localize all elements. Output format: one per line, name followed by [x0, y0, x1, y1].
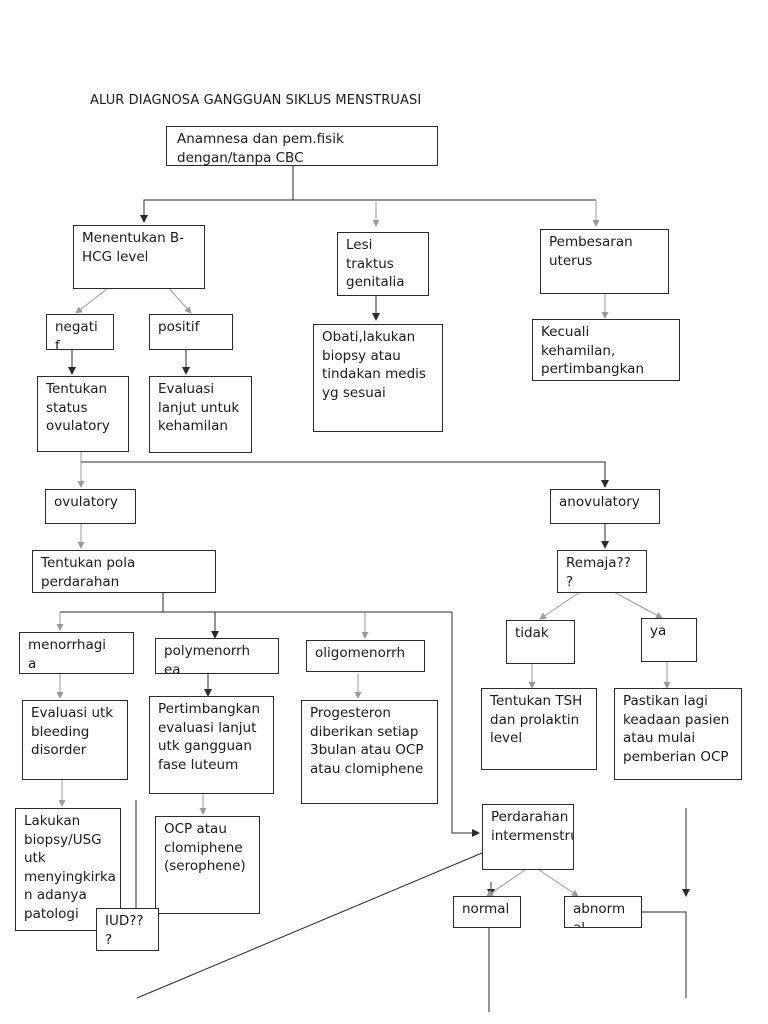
- connector-intermenstrual-abnormal: [535, 867, 579, 897]
- node-status-ovulatory: Tentukan status ovulatory: [37, 376, 129, 452]
- node-polymenorrhea: polymenorrh ea: [155, 638, 279, 674]
- connector-diagonal: [136, 852, 483, 999]
- node-fase-luteum: Pertimbangkan evaluasi lanjut utk ganggu…: [149, 696, 274, 794]
- node-anovulatory: anovulatory: [550, 489, 660, 524]
- node-ocp-clomiphene: OCP atau clomiphene (serophene): [155, 816, 260, 914]
- node-remaja: Remaja?? ?: [557, 550, 647, 593]
- node-pastikan-ocp: Pastikan lagi keadaan pasien atau mulai …: [614, 688, 742, 780]
- node-oligomenorrhea: oligomenorrh: [306, 640, 425, 672]
- node-perdarahan-intermenstrual: Perdarahan intermenstrual: [482, 804, 574, 870]
- connector-intermenstrual-normal: [486, 867, 529, 897]
- node-kecuali-kehamilan: Kecuali kehamilan, pertimbangkan: [532, 319, 680, 381]
- node-anamnesa: Anamnesa dan pem.fisik dengan/tanpa CBC: [166, 126, 438, 166]
- diagram-title: ALUR DIAGNOSA GANGGUAN SIKLUS MENSTRUASI: [90, 93, 422, 108]
- node-iud: IUD?? ?: [96, 908, 159, 951]
- connector-remaja-ya: [613, 591, 663, 619]
- connector-anamnesa-split: [140, 165, 294, 223]
- node-normal: normal: [453, 896, 521, 928]
- connector-bhcg-negatif: [75, 284, 113, 314]
- node-bleeding-disorder: Evaluasi utk bleeding disorder: [22, 700, 128, 780]
- node-pembesaran-uterus: Pembesaran uterus: [540, 229, 669, 294]
- node-evaluasi-kehamilan: Evaluasi lanjut untuk kehamilan: [149, 376, 252, 453]
- node-negatif: negati f: [46, 314, 114, 350]
- node-menorrhagia: menorrhagi a: [19, 632, 134, 674]
- node-progesteron: Progesteron diberikan setiap 3bulan atau…: [301, 700, 438, 804]
- node-ya: ya: [641, 618, 697, 662]
- node-abnormal: abnorm al: [564, 896, 642, 928]
- node-positif: positif: [149, 314, 233, 350]
- node-bhcg-level: Menentukan B- HCG level: [73, 225, 205, 289]
- node-tsh-prolaktin: Tentukan TSH dan prolaktin level: [481, 688, 597, 770]
- connector-ovulatory-split: [81, 461, 609, 488]
- node-ovulatory: ovulatory: [45, 489, 136, 524]
- connector-bhcg-positif: [165, 284, 192, 314]
- node-pola-perdarahan: Tentukan pola perdarahan: [32, 550, 216, 593]
- connector-abnormal-right: [641, 911, 687, 998]
- node-biopsy-usg: Lakukan biopsy/USG utk menyingkirka n ad…: [15, 808, 121, 931]
- connector-to-intermenstrual: [451, 612, 480, 837]
- connector-remaja-tidak: [539, 591, 581, 620]
- node-obati: Obati,lakukan biopsy atau tindakan medis…: [313, 324, 443, 432]
- node-tidak: tidak: [506, 620, 575, 664]
- node-lesi-traktus: Lesi traktus genitalia: [337, 232, 429, 296]
